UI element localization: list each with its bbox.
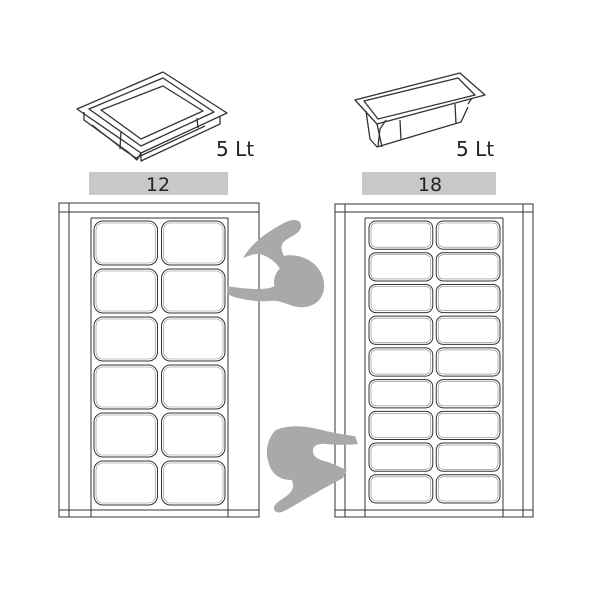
wide-pan-icon [76,71,228,162]
gelato-pan-inner-rim [437,444,499,470]
gelato-pan-inner-rim [370,413,432,438]
gelato-pan [368,442,434,472]
gelato-pan-inner-rim [370,317,432,343]
gelato-pan [435,252,501,282]
gelato-pan [161,316,226,362]
gelato-pan [368,315,434,345]
gelato-pan-inner-rim [437,413,499,438]
gelato-pan [161,412,226,458]
gelato-pan [368,283,434,314]
gelato-pan [368,220,434,250]
gelato-pan [93,316,158,362]
left-pan-grid [93,220,226,506]
gelato-pan-inner-rim [95,222,156,264]
left-pan-volume: 5 Lt [216,137,254,161]
gelato-pan [93,268,158,314]
right-pan-volume: 5 Lt [456,137,494,161]
left-display-cabinet [58,202,260,518]
gelato-pan-inner-rim [95,270,156,312]
gelato-pan [93,364,158,410]
gelato-pan-inner-rim [437,349,499,375]
gelato-pan-inner-rim [437,254,499,280]
gelato-pan [435,347,501,377]
gelato-pan [368,252,434,282]
left-count-bar [89,172,228,195]
gelato-pan-inner-rim [437,222,499,248]
gelato-pan-inner-rim [437,317,499,343]
gelato-pan [435,410,501,441]
narrow-pan-icon [354,72,486,148]
gelato-pan [93,412,158,458]
gelato-pan [161,460,226,506]
gelato-pan-inner-rim [437,476,499,502]
gelato-pan [435,220,501,250]
gelato-pan [368,410,434,441]
gelato-pan [93,460,158,506]
gelato-pan-inner-rim [370,349,432,375]
gelato-pan-inner-rim [95,366,156,408]
server-figure-top [227,219,325,308]
left-count-label: 12 [146,174,170,196]
right-pan-grid [368,220,501,504]
gelato-pan-inner-rim [163,222,224,264]
gelato-pan-inner-rim [370,222,432,248]
gelato-pan-inner-rim [163,366,224,408]
gelato-pan [435,283,501,314]
gelato-pan-inner-rim [437,286,499,311]
gelato-pan [435,379,501,409]
gelato-pan [161,220,226,266]
gelato-pan-inner-rim [163,462,224,504]
gelato-pan [435,315,501,345]
gelato-pan [435,442,501,472]
gelato-pan [368,474,434,504]
gelato-pan-inner-rim [163,318,224,360]
gelato-pan-inner-rim [370,286,432,311]
gelato-pan-inner-rim [370,476,432,502]
right-count-bar [362,172,496,195]
right-count-label: 18 [418,174,442,196]
gelato-pan [435,474,501,504]
server-figure-bottom [266,426,358,513]
right-display-cabinet [334,203,534,518]
gelato-pan-inner-rim [163,270,224,312]
gelato-pan-inner-rim [437,381,499,407]
gelato-pan-inner-rim [370,254,432,280]
gelato-pan-inner-rim [370,381,432,407]
gelato-pan-inner-rim [163,414,224,456]
gelato-pan-inner-rim [95,414,156,456]
gelato-pan [161,268,226,314]
gelato-pan [161,364,226,410]
gelato-pan [368,379,434,409]
gelato-pan-inner-rim [95,318,156,360]
gelato-pan-inner-rim [95,462,156,504]
gelato-pan [93,220,158,266]
gelato-pan [368,347,434,377]
gelato-pan-inner-rim [370,444,432,470]
